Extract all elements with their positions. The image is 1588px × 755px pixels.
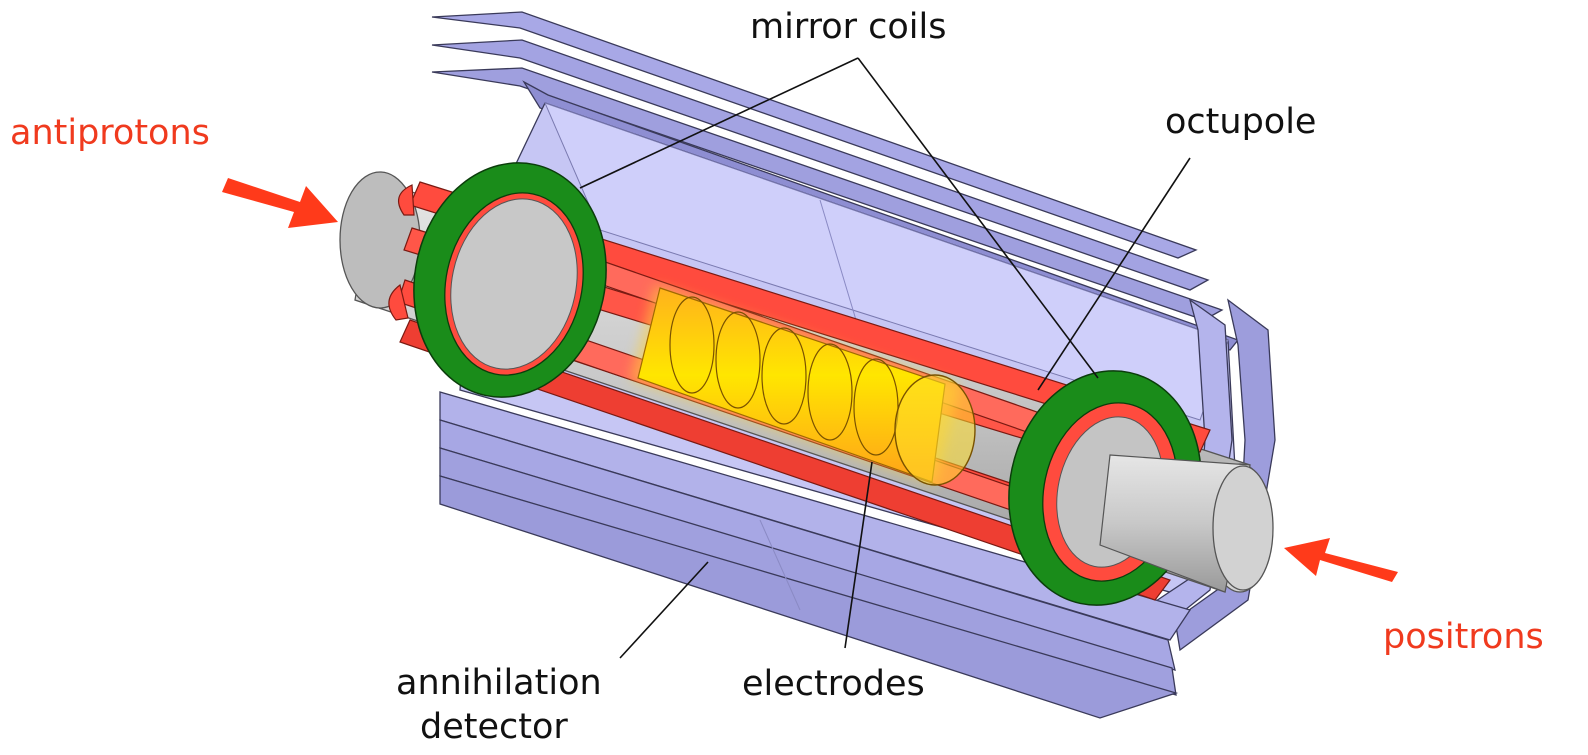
leader-annihilation-detector bbox=[619, 561, 709, 659]
electrode-ring-3 bbox=[761, 327, 807, 425]
detector-fin-bottom-2 bbox=[439, 447, 1177, 696]
label-mirror-coils: mirror coils bbox=[750, 7, 946, 47]
label-positrons: positrons bbox=[1383, 617, 1544, 657]
label-detector: detector bbox=[420, 707, 568, 747]
label-antiprotons: antiprotons bbox=[10, 113, 210, 153]
leader-electrodes bbox=[844, 461, 873, 649]
mirror-coil-left-face bbox=[450, 198, 578, 370]
detector-fin-bottom-3 bbox=[439, 475, 1179, 719]
leader-octupole bbox=[1037, 157, 1191, 391]
detector-fin-top-1 bbox=[431, 11, 1198, 259]
detector-fin-top-3 bbox=[431, 67, 1224, 321]
label-octupole: octupole bbox=[1165, 102, 1316, 142]
detector-fin-top-2 bbox=[431, 39, 1210, 291]
detector-shell-bottom bbox=[439, 391, 1192, 641]
electrode-ring-1 bbox=[669, 296, 715, 394]
electrodes bbox=[630, 285, 976, 486]
mirror-coil-left bbox=[413, 162, 607, 398]
leader-lines bbox=[579, 57, 1191, 659]
bore-tube-exit-end bbox=[1212, 465, 1274, 591]
octupole-end-loop-left-top bbox=[397, 184, 415, 216]
label-annihilation: annihilation bbox=[396, 663, 602, 703]
leader-mirror-coils-left bbox=[579, 57, 859, 189]
leader-mirror-coils-right bbox=[857, 57, 1099, 379]
label-electrodes: electrodes bbox=[742, 664, 925, 704]
bore-tube-exit bbox=[1099, 454, 1251, 593]
octupole-end-loop-left-bottom bbox=[388, 283, 409, 321]
octupole-bar-bottom bbox=[399, 319, 1171, 601]
electrode-ring-2 bbox=[715, 311, 761, 409]
detector-fin-bottom-1 bbox=[439, 419, 1176, 671]
electrode-ring-4 bbox=[807, 343, 853, 441]
electrode-end-cap bbox=[894, 374, 976, 486]
detector-seam-2 bbox=[759, 519, 801, 611]
antiprotons-arrow-icon bbox=[222, 178, 338, 228]
positrons-arrow-icon bbox=[1284, 538, 1398, 582]
